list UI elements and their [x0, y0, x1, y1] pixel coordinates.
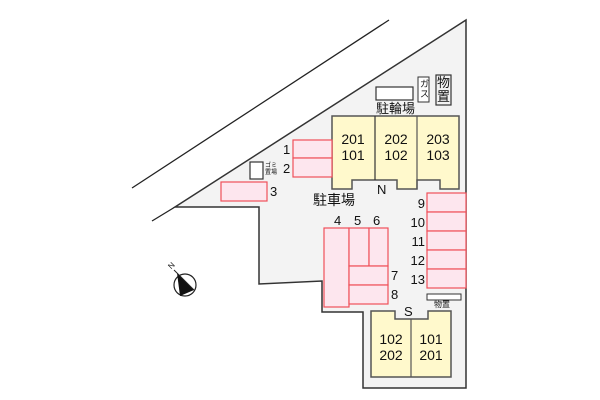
road-edge: [151, 206, 176, 222]
parking-space-1: [292, 139, 333, 159]
parking-number: 7: [391, 268, 399, 283]
parking-number: 5: [354, 213, 362, 228]
building-s-label: S: [404, 304, 413, 319]
parking-space-10: [426, 211, 467, 232]
storage-label-top: 物置: [437, 75, 451, 104]
gas-label: ガス: [420, 79, 430, 99]
parking-number: 3: [270, 184, 278, 199]
gas-box: [417, 76, 430, 103]
building-n-label: N: [377, 182, 387, 197]
parking-number: 6: [373, 213, 381, 228]
parking-space-5: [348, 227, 370, 267]
garbage-box: [249, 161, 264, 180]
parking-space-6: [368, 227, 389, 267]
parking-space-11: [426, 230, 467, 251]
parking-space-7: [348, 265, 389, 286]
parking-area-label: 駐車場: [313, 192, 355, 208]
parking-space-2: [292, 157, 333, 178]
parking-space-12: [426, 249, 467, 270]
bicycle-rack: [375, 86, 414, 101]
parking-space-3: [220, 181, 268, 202]
parking-number: 2: [283, 161, 291, 176]
parking-number: 11: [411, 234, 426, 249]
storage-label-bottom: 物置: [434, 300, 450, 309]
storage-box-bottom: [426, 293, 462, 301]
parking-space-9: [426, 192, 467, 213]
road-edge: [131, 19, 390, 189]
bicycle-parking-label: 駐輪場: [376, 101, 416, 116]
parking-number: 4: [334, 213, 342, 228]
parking-number: 1: [283, 142, 291, 157]
parking-number: 10: [410, 215, 425, 230]
parking-number: 13: [410, 272, 425, 287]
parking-number: 9: [417, 196, 425, 211]
parking-space-4: [323, 227, 350, 308]
lot: [172, 18, 467, 389]
parking-number: 12: [410, 253, 425, 268]
compass-icon: [173, 269, 197, 297]
storage-box-top: [435, 74, 452, 106]
garbage-label: ゴミ置場: [265, 163, 278, 176]
parking-space-8: [348, 284, 389, 305]
parking-number: 8: [391, 287, 399, 302]
parking-space-13: [426, 268, 467, 289]
